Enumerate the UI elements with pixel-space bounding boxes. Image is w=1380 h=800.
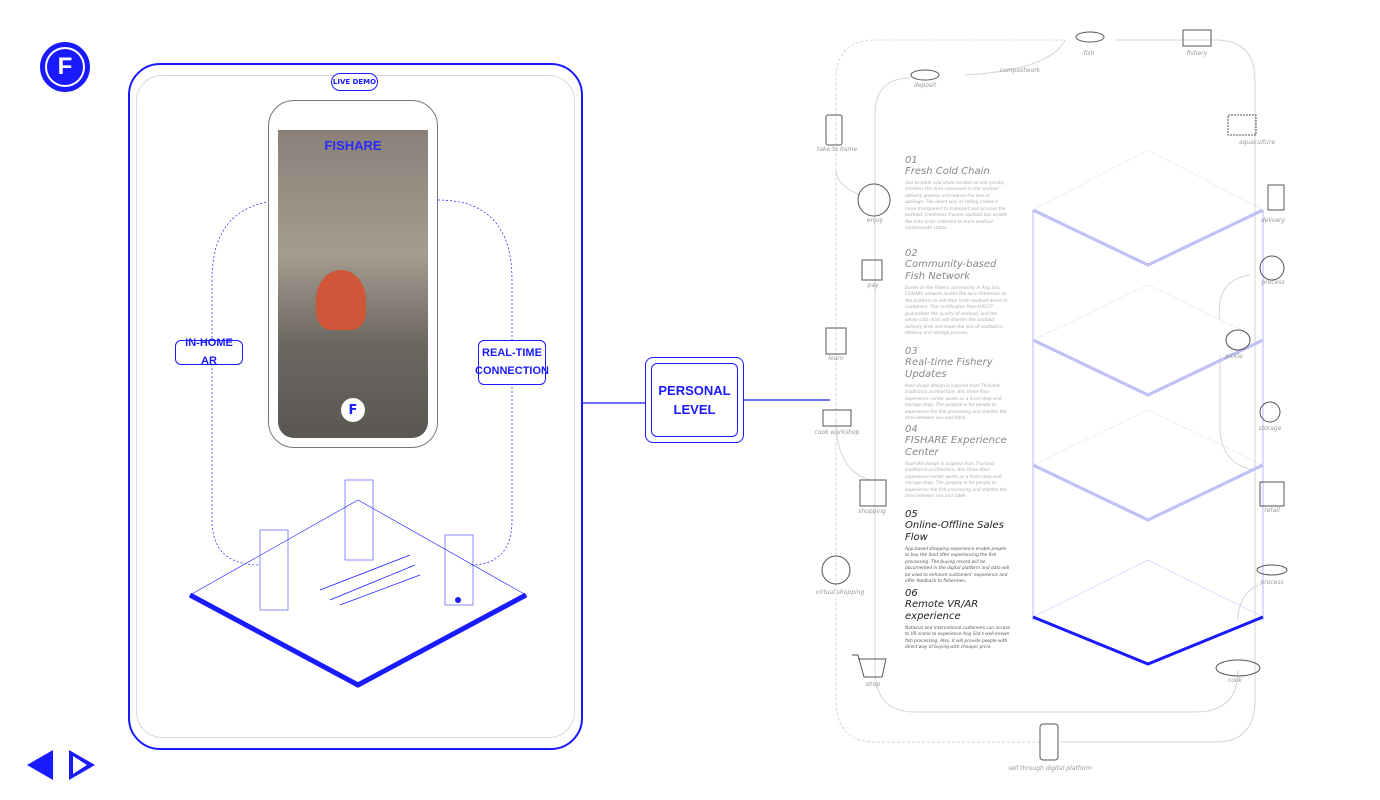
prev-arrow-button[interactable]: [27, 750, 53, 780]
isometric-floor-plan: [188, 479, 528, 688]
label-shop: shop: [865, 681, 881, 688]
demo-frame: [128, 63, 583, 750]
label-compostwork: compostwork: [999, 67, 1041, 74]
label-pay: pay: [867, 282, 879, 289]
label-shopping: shopping: [858, 508, 886, 515]
vr-headset-icon: [821, 555, 851, 585]
label-aquaculture: aquaculture: [1238, 139, 1276, 146]
label-fish: fish: [1083, 50, 1095, 57]
shopping-icon: [859, 479, 887, 507]
label-learn: learn: [828, 355, 844, 362]
fishery-boat-icon: [1182, 29, 1212, 47]
label-retail: retail: [1264, 507, 1280, 514]
cook-workshop-icon: [822, 409, 852, 427]
label-sell-digital: sell through digital platform: [1008, 765, 1092, 772]
label-cook: cook: [1227, 677, 1243, 684]
label-pickle: pickle: [1225, 353, 1243, 360]
phone-icon: [1039, 723, 1059, 761]
aquaculture-icon: [1227, 114, 1257, 136]
label-cook-workshop: cook workshop: [814, 429, 860, 436]
pickle-can-icon: [1225, 329, 1251, 351]
label-delivery: delivery: [1260, 217, 1286, 224]
retail-icon: [1259, 481, 1285, 507]
label-enjoy: enjoy: [866, 217, 884, 224]
app-logo-button[interactable]: F: [341, 398, 365, 422]
learn-icon: [825, 327, 847, 355]
snowflake-icon: [1259, 401, 1281, 423]
next-arrow-button[interactable]: [69, 750, 95, 780]
label-deposit: deposit: [913, 82, 937, 89]
delivery-sign-icon: [1267, 184, 1285, 211]
ar-screen[interactable]: FISHARE F: [278, 130, 428, 438]
label-process-bottom: process: [1260, 579, 1284, 586]
fish-bone-icon: [910, 69, 940, 81]
cart-icon: [852, 654, 887, 678]
live-demo-badge[interactable]: LIVE DEMO: [331, 73, 378, 91]
fish-icon: [1075, 31, 1105, 43]
squid-ar-object: [316, 270, 366, 330]
dried-fish-icon: [1259, 255, 1285, 281]
label-storage: storage: [1258, 425, 1282, 432]
fishare-logo[interactable]: F: [40, 42, 90, 92]
label-take-to-home: take to home: [816, 146, 858, 153]
pay-icon: [861, 259, 883, 281]
cooked-fish-icon: [1215, 659, 1261, 677]
enjoy-icon: [857, 183, 891, 217]
fridge-icon: [825, 114, 843, 146]
label-virtual-shopping: virtual shopping: [815, 589, 865, 596]
in-home-ar-label: IN-HOME AR: [175, 337, 243, 367]
isometric-building-stack: [1032, 149, 1264, 666]
label-fishery: fishery: [1186, 50, 1208, 57]
label-process-top: process: [1261, 279, 1285, 286]
app-title: FISHARE: [324, 138, 382, 153]
process-knife-icon: [1256, 564, 1288, 576]
